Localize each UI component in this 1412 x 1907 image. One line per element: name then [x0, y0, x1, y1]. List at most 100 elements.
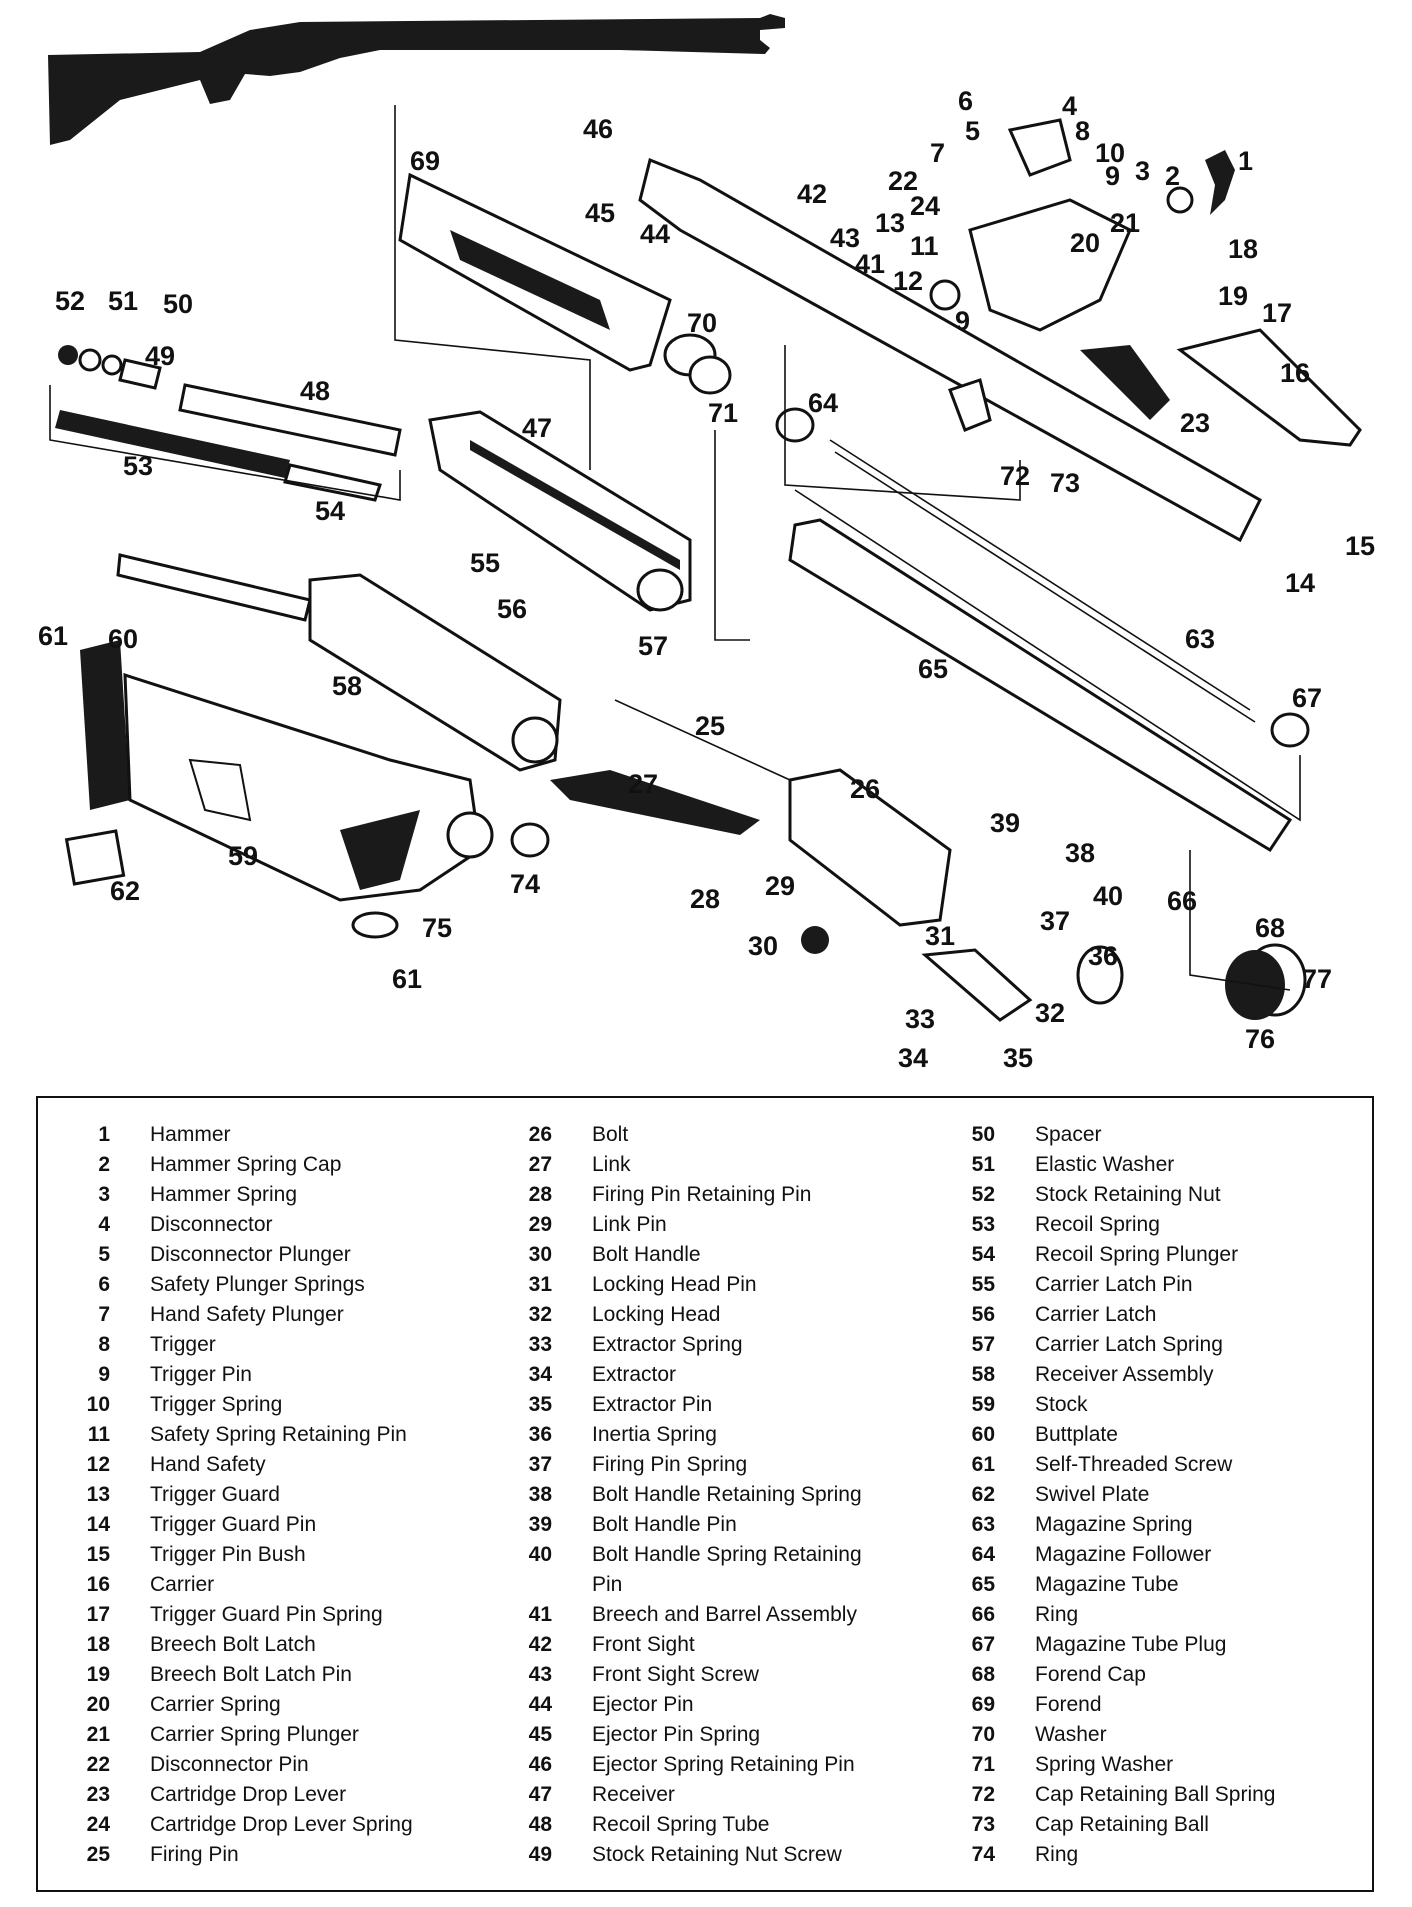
legend-item-name: Cap Retaining Ball Spring	[1035, 1783, 1276, 1806]
legend-item-name: Ejector Pin Spring	[592, 1723, 761, 1746]
legend-item-number: 11	[87, 1423, 110, 1446]
callout: 15	[1345, 531, 1375, 561]
legend-item-name: Extractor Pin	[592, 1393, 713, 1416]
legend-item-number: 18	[86, 1633, 110, 1656]
callout: 8	[1075, 116, 1090, 146]
callout: 33	[905, 1004, 935, 1034]
legend-item-name: Hammer	[150, 1123, 231, 1146]
callout: 74	[510, 869, 540, 899]
legend-item-name: Firing Pin	[150, 1843, 239, 1866]
legend-item-name: Hand Safety	[150, 1453, 266, 1476]
callout: 31	[925, 921, 955, 951]
legend-item: 15 Trigger Pin Bush	[38, 1540, 450, 1570]
legend-item-name: Cartridge Drop Lever	[150, 1783, 347, 1806]
legend-item-name: Forend Cap	[1035, 1663, 1146, 1686]
legend-item-name: Bolt Handle Retaining Spring	[592, 1483, 862, 1506]
legend-item-number: 7	[98, 1303, 110, 1326]
legend-item-number: 12	[86, 1453, 110, 1476]
callout: 39	[990, 808, 1020, 838]
callout: 60	[108, 624, 138, 654]
legend-item-name: Disconnector	[150, 1213, 273, 1236]
callout: 53	[123, 451, 153, 481]
legend-item-number: 55	[971, 1273, 995, 1296]
callout: 64	[808, 388, 838, 418]
legend-item-number: 67	[971, 1633, 995, 1656]
callout: 66	[1167, 886, 1197, 916]
callout: 30	[748, 931, 778, 961]
legend-item-number: 40	[528, 1543, 552, 1566]
legend-item-name: Trigger	[150, 1333, 216, 1356]
legend-item-number: 15	[86, 1543, 110, 1566]
legend-item-number: 54	[971, 1243, 995, 1266]
callout: 69	[410, 146, 440, 176]
legend-item-name: Ring	[1035, 1843, 1079, 1866]
legend-item-name: Magazine Tube	[1035, 1573, 1179, 1596]
legend-item-name: Locking Head Pin	[592, 1273, 757, 1296]
legend-item-number: 9	[98, 1363, 110, 1386]
callout: 20	[1070, 228, 1100, 258]
legend-item-number: 52	[971, 1183, 995, 1206]
callout: 25	[695, 711, 725, 741]
callout: 13	[875, 208, 905, 238]
receiver-assembly-58	[116, 553, 562, 772]
legend-item-number: 14	[86, 1513, 110, 1536]
trigger-group	[929, 118, 1362, 447]
legend-item-number: 22	[86, 1753, 110, 1776]
legend-item-number: 51	[971, 1153, 995, 1176]
legend-item-name: Trigger Guard Pin Spring	[150, 1603, 383, 1626]
legend-item-name: Trigger Pin Bush	[150, 1543, 306, 1566]
legend-item-number: 1	[98, 1123, 110, 1146]
callout: 43	[830, 223, 860, 253]
callout: 7	[930, 138, 945, 168]
legend-item-number: 28	[528, 1183, 552, 1206]
callout: 10	[1095, 138, 1125, 168]
legend-item-number: 48	[528, 1813, 552, 1836]
bolt-group	[550, 699, 1307, 1022]
callout: 63	[1185, 624, 1215, 654]
legend-item-number: 24	[86, 1813, 110, 1836]
legend-item-name: Washer	[1035, 1723, 1107, 1746]
callout: 3	[1135, 156, 1150, 186]
legend-item-number: 20	[86, 1693, 110, 1716]
legend-item-number: 58	[971, 1363, 995, 1386]
legend-item-number: 66	[971, 1603, 995, 1626]
callout: 9	[955, 306, 970, 336]
legend-item-number: 56	[971, 1303, 995, 1326]
callout: 28	[690, 884, 720, 914]
legend-item-name: Front Sight	[592, 1633, 695, 1656]
legend-item-name: Carrier Spring Plunger	[150, 1723, 359, 1746]
legend-item-number: 17	[86, 1603, 110, 1626]
legend-item-number: 41	[528, 1603, 552, 1626]
callout: 6	[958, 86, 973, 116]
legend-item-name: Recoil Spring Tube	[592, 1813, 770, 1836]
barrel	[638, 157, 1262, 543]
legend-item-name: Cap Retaining Ball	[1035, 1813, 1209, 1836]
legend-item-name: Stock	[1035, 1393, 1088, 1416]
